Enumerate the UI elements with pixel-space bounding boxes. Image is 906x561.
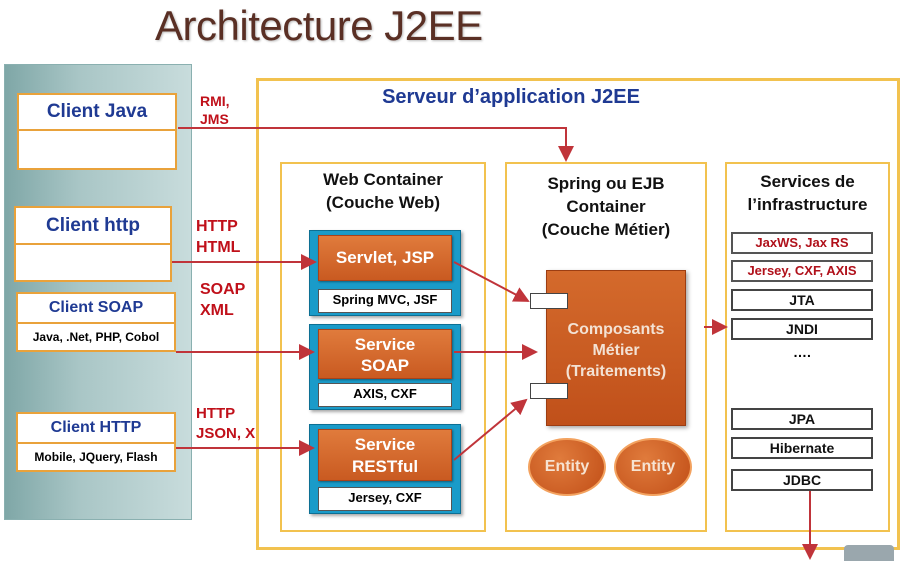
service-restful-label-2: RESTful xyxy=(351,457,419,476)
client-http2-label: Client HTTP xyxy=(18,414,174,444)
infra-hibernate: Hibernate xyxy=(731,437,873,459)
ejb-container-title-3: (Couche Métier) xyxy=(541,220,671,239)
page-title: Architecture J2EE xyxy=(155,2,483,49)
arrow-rest-to-metier xyxy=(453,398,528,461)
metier-label-3: (Traitements) xyxy=(565,363,667,380)
client-soap-box: Client SOAP Java, .Net, PHP, Cobol xyxy=(16,292,176,352)
entity-2: Entity xyxy=(614,438,692,496)
service-restful: Service RESTful Jersey, CXF xyxy=(309,424,461,514)
infra-jta: JTA xyxy=(731,289,873,311)
metier-label-2: Métier xyxy=(592,342,640,359)
client-http-box: Client http xyxy=(14,206,172,282)
service-soap-label-1: Service xyxy=(354,335,416,354)
arrow-java-to-ejb xyxy=(178,127,574,162)
client-soap-label: Client SOAP xyxy=(18,294,174,324)
infrastructure-title-1: Services de xyxy=(760,172,855,191)
service-servlet-jsp-tech: Spring MVC, JSF xyxy=(318,289,452,313)
client-http-label: Client http xyxy=(16,208,170,245)
infra-jpa: JPA xyxy=(731,408,873,430)
web-container-title: Web Container xyxy=(323,170,443,189)
infra-jdbc: JDBC xyxy=(731,469,873,491)
presenter-avatar xyxy=(844,545,894,561)
service-servlet-jsp: Servlet, JSP Spring MVC, JSF xyxy=(309,230,461,316)
client-http2-box: Client HTTP Mobile, JQuery, Flash xyxy=(16,412,176,472)
infra-jersey: Jersey, CXF, AXIS xyxy=(731,260,873,282)
infra-jndi: JNDI xyxy=(731,318,873,340)
client-java-label: Client Java xyxy=(19,95,175,131)
infra-dots: …. xyxy=(793,344,811,360)
service-soap-label-2: SOAP xyxy=(360,356,410,375)
ejb-container-title-1: Spring ou EJB xyxy=(547,174,665,193)
arrow-servlet-to-metier xyxy=(453,261,530,302)
protocol-soap-xml: SOAP XML xyxy=(200,281,246,319)
service-soap: Service SOAP AXIS, CXF xyxy=(309,324,461,410)
protocol-rmi: RMI, JMS xyxy=(200,93,230,127)
web-container-subtitle: (Couche Web) xyxy=(326,193,440,212)
metier-label-1: Composants xyxy=(567,321,665,338)
client-soap-tech: Java, .Net, PHP, Cobol xyxy=(32,330,160,344)
client-http2-tech: Mobile, JQuery, Flash xyxy=(34,450,158,464)
service-soap-tech: AXIS, CXF xyxy=(318,383,452,407)
client-java-box: Client Java xyxy=(17,93,177,170)
protocol-http-html: HTTP HTML xyxy=(196,218,241,256)
entity-1: Entity xyxy=(528,438,606,496)
metier-port-bottom xyxy=(530,383,568,399)
server-title: Serveur d’application J2EE xyxy=(382,86,640,108)
service-restful-label-1: Service xyxy=(354,435,416,454)
service-restful-tech: Jersey, CXF xyxy=(318,487,452,511)
ejb-container-title-2: Container xyxy=(566,197,646,216)
composants-metier: Composants Métier (Traitements) xyxy=(546,270,686,426)
infra-jaxws: JaxWS, Jax RS xyxy=(731,232,873,254)
service-servlet-jsp-label: Servlet, JSP xyxy=(335,248,435,267)
metier-port-top xyxy=(530,293,568,309)
infrastructure-title-2: l’infrastructure xyxy=(747,195,868,214)
